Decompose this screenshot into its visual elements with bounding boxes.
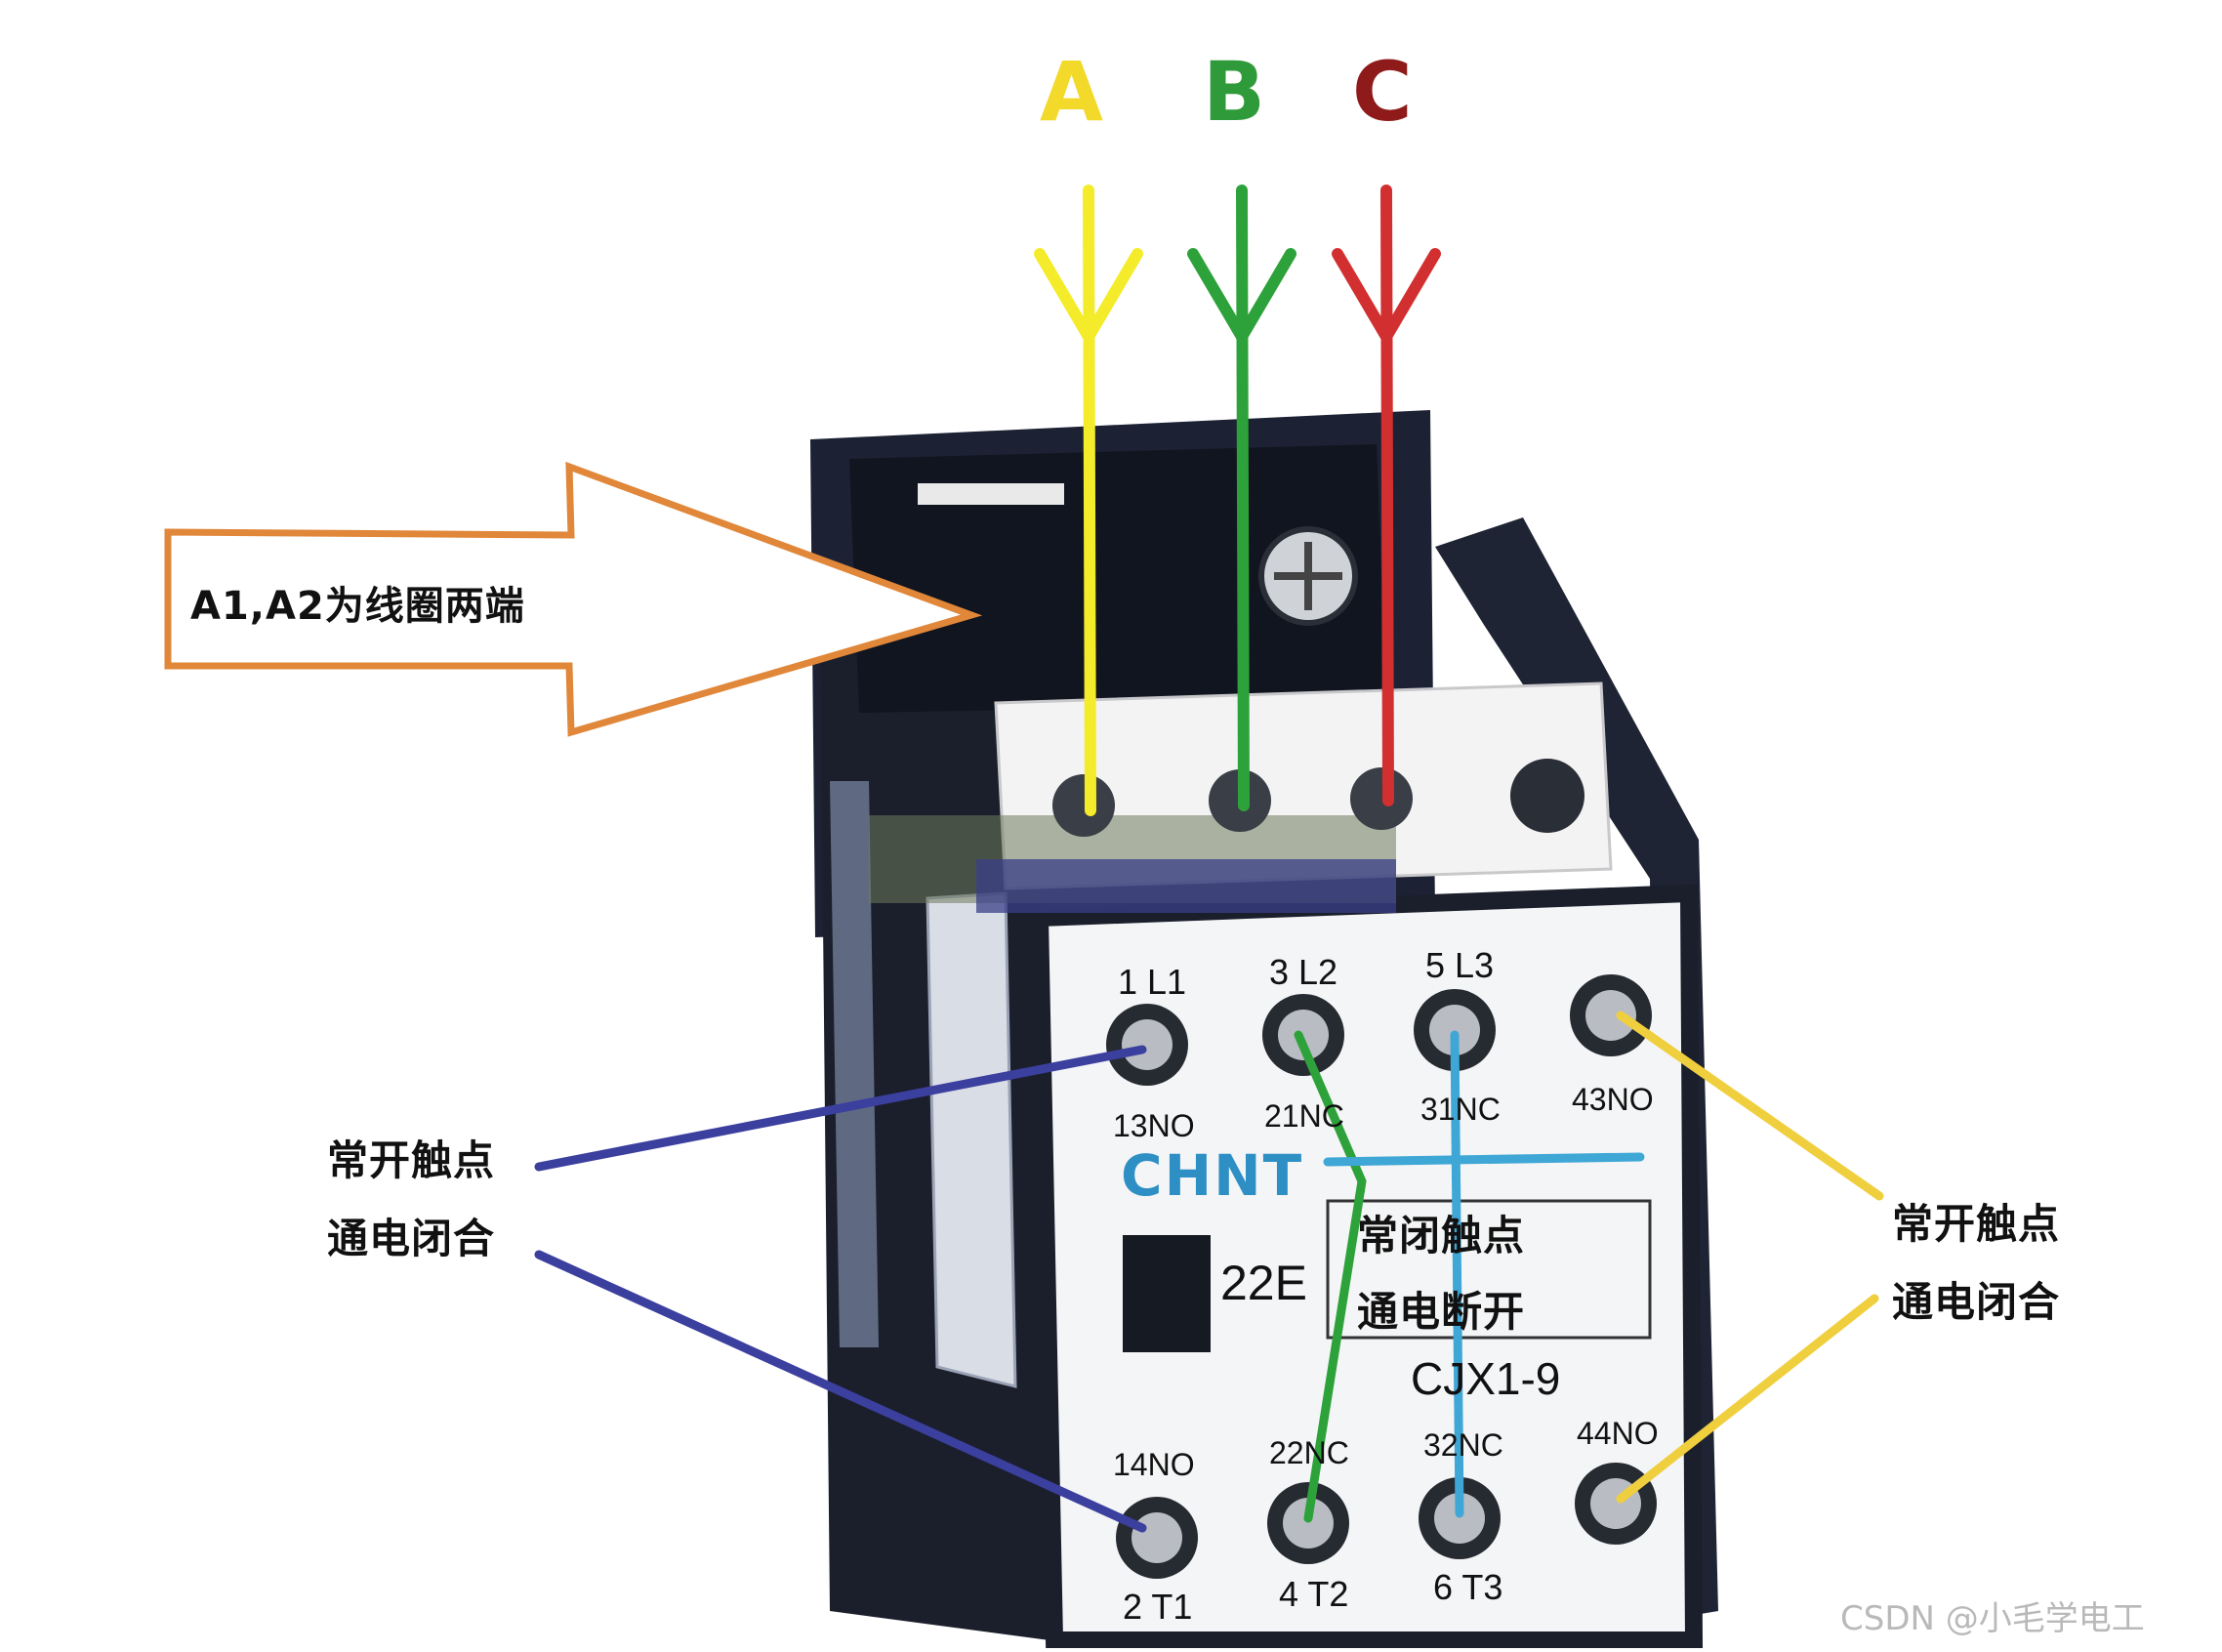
screw-3-head <box>1278 1010 1329 1060</box>
center-annotation-line2: 通电断开 <box>1357 1288 1526 1336</box>
phase-label-c: C <box>1352 44 1413 140</box>
phase-arrowhead-c <box>1332 248 1441 343</box>
brand-logo: CHNT <box>1121 1142 1304 1209</box>
aux-label-14no: 14NO <box>1113 1447 1195 1482</box>
aux-label-32nc: 32NC <box>1423 1427 1503 1463</box>
nc-link-21-22 <box>1294 1030 1367 1523</box>
coil-callout-arrow <box>164 461 983 737</box>
model-code: 22E <box>1220 1256 1307 1310</box>
aux-label-31nc: 31NC <box>1420 1092 1501 1127</box>
side-label-plate <box>926 891 1017 1388</box>
socket-c <box>1350 767 1413 830</box>
aux-label-43no: 43NO <box>1572 1082 1654 1117</box>
front-plate <box>1040 893 1694 1640</box>
screw-22-head <box>1283 1498 1334 1549</box>
center-annotation-line1: 常闭触点 <box>1357 1212 1526 1260</box>
mosaic-band-b <box>976 859 1396 913</box>
left-annotation-line2: 通电闭合 <box>327 1215 496 1262</box>
aux-label-13no: 13NO <box>1113 1108 1195 1143</box>
terminal-label-6-t3: 6 T3 <box>1433 1567 1503 1607</box>
terminal-label-2-t1: 2 T1 <box>1123 1587 1193 1627</box>
right-pointer-line-bottom <box>1616 1294 1879 1504</box>
left-annotation-line1: 常开触点 <box>327 1136 496 1184</box>
terminal-label-4-t2: 4 T2 <box>1279 1574 1349 1614</box>
screw-1-head <box>1122 1019 1173 1070</box>
phase-wire-c <box>1380 185 1394 806</box>
test-button <box>1123 1235 1211 1352</box>
phase-wire-a <box>1083 185 1096 816</box>
left-pointer-line-top <box>534 1045 1147 1172</box>
phase-label-b: B <box>1203 44 1266 140</box>
watermark: CSDN @小毛学电工 <box>1840 1599 2145 1638</box>
label-window <box>1326 1199 1652 1340</box>
phase-arrowhead-a <box>1034 248 1143 343</box>
screw-32-head <box>1434 1493 1485 1544</box>
right-annotation-line2: 通电闭合 <box>1892 1278 2061 1326</box>
nc-link-31-32 <box>1450 1030 1464 1518</box>
socket-d <box>1510 759 1584 833</box>
top-slot <box>918 483 1064 505</box>
screw-43-head <box>1585 990 1636 1041</box>
top-cover <box>849 444 1386 713</box>
phase-wire-b <box>1236 185 1250 811</box>
coil-callout-text: A1,A2为线圈两端 <box>190 584 525 629</box>
phase-wires <box>1034 185 1441 816</box>
front-plate-border <box>1030 884 1704 1649</box>
socket-a <box>1052 774 1115 837</box>
aux-label-44no: 44NO <box>1577 1416 1659 1451</box>
right-pointer-line-top <box>1616 1011 1884 1201</box>
right-annotation-line1: 常开触点 <box>1892 1200 2061 1248</box>
left-pointer-line-bottom <box>534 1250 1147 1533</box>
terminal-label-3-l2: 3 L2 <box>1269 952 1338 992</box>
contactor-body <box>810 410 1718 1649</box>
series-code: CJX1-9 <box>1411 1353 1561 1404</box>
phase-label-a: A <box>1040 44 1104 140</box>
din-rail-clip <box>830 781 879 1347</box>
screw-5-head <box>1429 1005 1480 1055</box>
phase-arrowhead-b <box>1187 248 1296 343</box>
screw-14-head <box>1132 1512 1182 1563</box>
right-tower <box>1435 517 1718 1621</box>
terminal-label-1-l1: 1 L1 <box>1118 962 1187 1002</box>
aux-label-21nc: 21NC <box>1264 1098 1344 1134</box>
aux-label-22nc: 22NC <box>1269 1435 1349 1470</box>
nc-link-bar <box>1323 1152 1645 1167</box>
terminal-label-5-l3: 5 L3 <box>1425 945 1495 985</box>
